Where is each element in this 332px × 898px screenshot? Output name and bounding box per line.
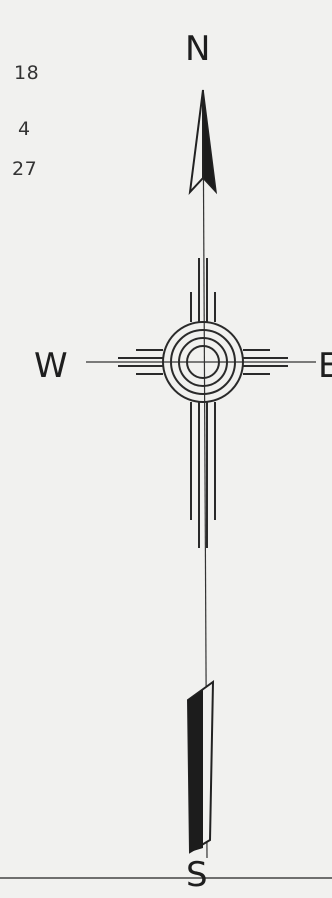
north-arrow-icon <box>190 90 216 192</box>
south-label: S <box>186 858 208 892</box>
west-label: W <box>34 349 68 383</box>
north-label: N <box>185 32 210 66</box>
east-label: E <box>318 349 332 383</box>
zia-sun-symbol-icon <box>118 258 288 548</box>
south-arrow-tail-icon <box>188 682 213 852</box>
